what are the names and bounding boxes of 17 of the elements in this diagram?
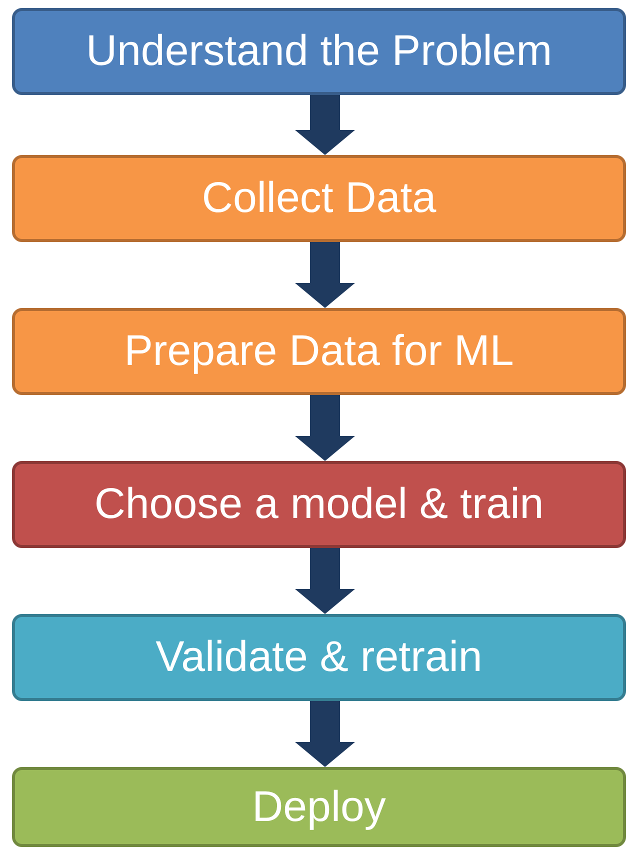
process-box [12, 461, 626, 548]
process-box [12, 155, 626, 242]
arrow [295, 395, 355, 461]
step-label: Deploy [252, 786, 386, 828]
arrow [295, 95, 355, 155]
step-label: Understand the Problem [86, 30, 552, 73]
step-label: Validate & retrain [156, 636, 482, 679]
step-label: Choose a model & train [94, 483, 544, 526]
arrow [295, 548, 355, 614]
process-box [12, 8, 626, 95]
process-box [12, 614, 626, 701]
process-box [12, 308, 626, 395]
step-label: Collect Data [202, 177, 436, 220]
step-label: Prepare Data for ML [124, 330, 514, 373]
arrow [295, 701, 355, 767]
process-box [12, 767, 626, 847]
arrow [295, 242, 355, 308]
